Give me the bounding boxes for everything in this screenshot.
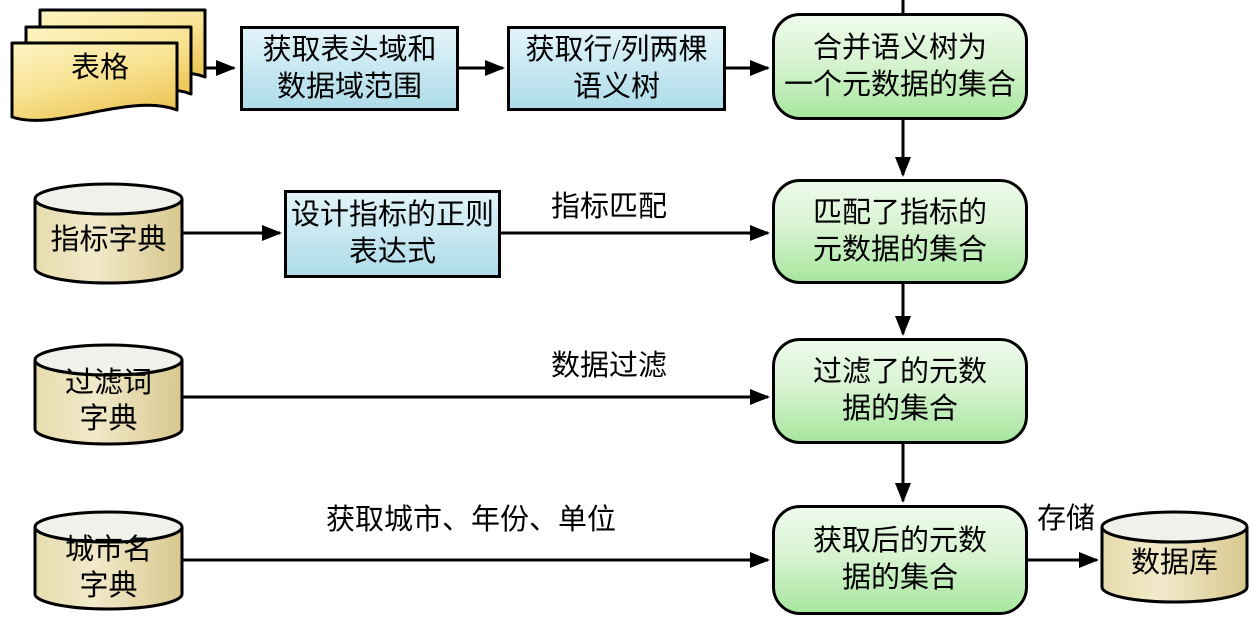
edge-label-data-filter: 数据过滤: [551, 350, 668, 382]
state-indicator-matched-set: 匹配了指标的 元数据的集合: [772, 179, 1028, 284]
cylinder-top-ellipse: [33, 343, 184, 377]
process-get-header-and-data-range: 获取表头域和 数据域范围: [240, 26, 459, 111]
datastore-indicator-dictionary-label: 指标字典: [50, 224, 167, 256]
process-design-indicator-regex: 设计指标的正则 表达式: [284, 190, 501, 278]
state-merged-semantic-tree-set: 合并语义树为 一个元数据的集合: [772, 13, 1028, 120]
database-cylinder-indicator-dictionary: [33, 182, 184, 285]
datastore-filter-word-dictionary-label: 过滤词 字典: [64, 367, 152, 435]
process-get-row-col-semantic-trees: 获取行/列两棵 语义树: [507, 26, 726, 111]
datastore-database-label: 数据库: [1130, 547, 1218, 579]
connector-arrows: [182, 0, 1099, 568]
edge-label-indicator-match: 指标匹配: [551, 191, 668, 223]
state-filtered-set: 过滤了的元数 据的集合: [772, 338, 1028, 444]
datastore-city-name-dictionary-label: 城市名 字典: [64, 534, 152, 602]
node-tables-label: 表格: [70, 52, 129, 84]
cylinder-top-ellipse: [1100, 510, 1249, 544]
database-cylinder-city-name-dictionary: [33, 510, 184, 611]
document-stack-icon: [10, 8, 207, 122]
cylinder-top-ellipse: [33, 510, 184, 544]
database-cylinder-database: [1100, 510, 1249, 604]
cylinder-top-ellipse: [33, 182, 184, 216]
edge-label-store: 存储: [1037, 503, 1096, 535]
state-extracted-set: 获取后的元数 据的集合: [772, 505, 1028, 615]
database-cylinder-filter-word-dictionary: [33, 343, 184, 446]
edge-label-get-city-year-unit: 获取城市、年份、单位: [326, 504, 617, 536]
document-page-front: [10, 41, 179, 122]
